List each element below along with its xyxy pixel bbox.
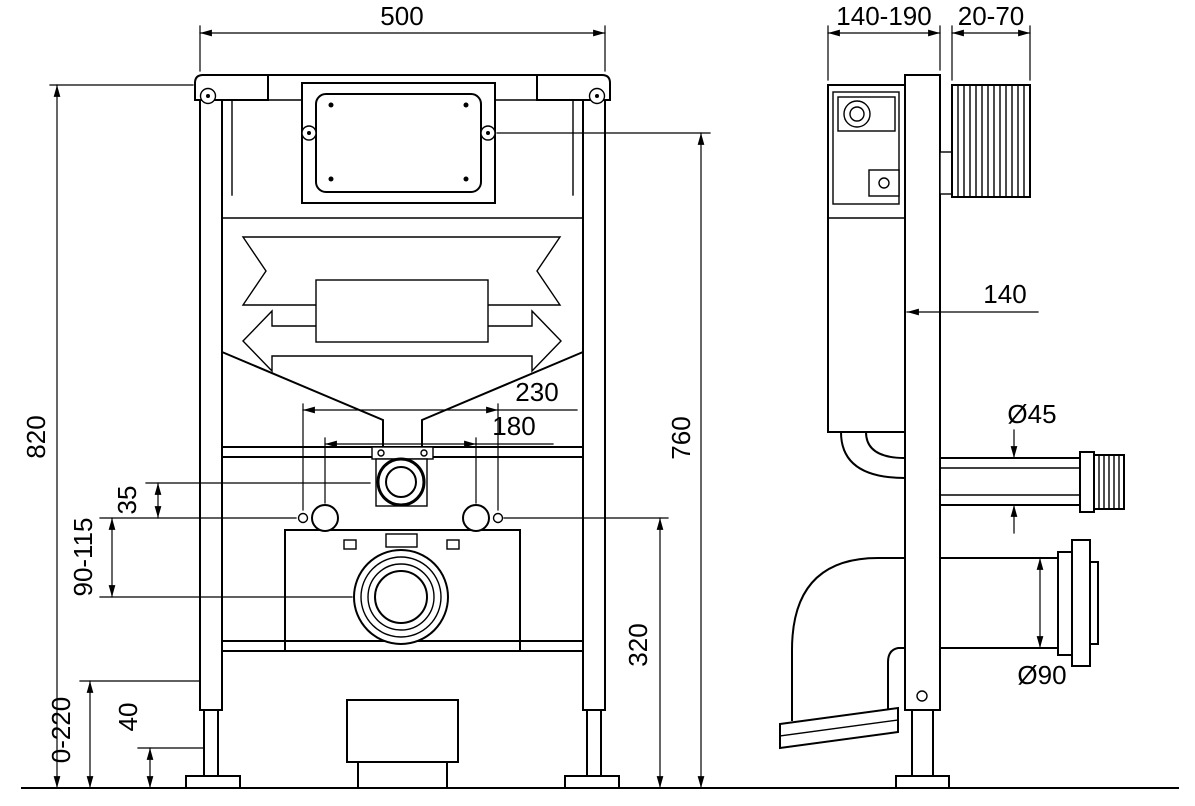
side-cistern — [827, 84, 906, 433]
adjustment-hole — [916, 690, 928, 702]
fill-valve — [843, 100, 871, 128]
dim-depth-140-190: 140-190 — [827, 1, 941, 81]
dim-depth-140: 140 — [906, 279, 1039, 316]
side-inlet-pipe — [939, 451, 1125, 513]
dim-label-35: 35 — [112, 486, 142, 515]
dim-wall-20-70: 20-70 — [951, 1, 1031, 81]
front-bottom-drain-housing — [346, 699, 459, 789]
foot-tube-right — [586, 709, 602, 777]
front-access-panel — [301, 82, 496, 204]
side-view: 140-190 20-70 140 Ø45 Ø90 — [779, 1, 1125, 789]
fixing-hole-right — [462, 504, 490, 532]
dim-label-dia90: Ø90 — [1017, 660, 1066, 690]
dim-height-320: 320 — [503, 517, 669, 789]
dim-label-500: 500 — [380, 1, 423, 31]
dim-height-820: 820 — [21, 84, 194, 789]
fixing-hole-outer-right — [492, 512, 504, 524]
front-dimensions: 500 820 760 230 — [21, 1, 711, 789]
foot-plate-side — [895, 775, 950, 789]
dim-diameter-45: Ø45 — [1007, 399, 1057, 534]
dim-label-140-190: 140-190 — [836, 1, 931, 31]
foot-plate-left — [185, 775, 241, 789]
front-flush-neck-flange — [371, 446, 434, 460]
front-drain-bracket-box — [284, 529, 521, 652]
dim-range-90-115: 90-115 — [68, 517, 353, 598]
side-drain-elbow — [779, 557, 1059, 750]
dim-label-320: 320 — [623, 623, 653, 666]
fixing-hole-outer-left — [297, 512, 309, 524]
side-dimensions: 140-190 20-70 140 Ø45 Ø90 — [827, 1, 1067, 690]
fill-valve-housing — [832, 91, 900, 205]
dim-label-dia45: Ø45 — [1007, 399, 1056, 429]
dim-width-500: 500 — [199, 1, 606, 72]
dim-label-90-115: 90-115 — [68, 517, 98, 596]
dim-offset-35: 35 — [99, 482, 371, 519]
dim-label-180: 180 — [492, 411, 535, 441]
side-drain-flange — [1057, 539, 1099, 667]
fixing-hole-left — [311, 504, 339, 532]
dim-label-230: 230 — [515, 377, 558, 407]
dim-label-820: 820 — [21, 415, 51, 458]
dim-spacing-180: 180 — [324, 411, 554, 504]
front-fixing-holes — [297, 504, 504, 532]
dim-label-140: 140 — [983, 279, 1026, 309]
front-cistern-embossing — [241, 236, 562, 373]
dim-height-40: 40 — [113, 703, 205, 789]
side-frame-column — [895, 74, 950, 789]
dim-range-0-220: 0-220 — [46, 680, 201, 789]
front-water-inlet — [375, 457, 428, 507]
threaded-rod — [951, 84, 1031, 198]
coupling-nut — [1079, 451, 1095, 513]
foot-tube-left — [203, 709, 219, 777]
front-drain-outlet — [343, 533, 460, 645]
front-feet — [185, 709, 620, 789]
inspection-window — [315, 93, 482, 193]
dim-label-40: 40 — [113, 703, 143, 732]
dim-label-20-70: 20-70 — [958, 1, 1025, 31]
dim-spacing-230: 230 — [302, 377, 578, 511]
dim-diameter-90: Ø90 — [1017, 557, 1067, 690]
front-top-bracket-left — [194, 74, 269, 105]
side-wall-anchor — [939, 84, 1031, 198]
dim-label-760: 760 — [666, 416, 696, 459]
dim-label-0-220: 0-220 — [46, 697, 76, 764]
side-flush-bend — [839, 430, 907, 480]
dim-height-760: 760 — [496, 132, 711, 789]
front-top-bracket-right — [536, 74, 611, 105]
foot-tube-side — [911, 709, 934, 777]
front-view: 500 820 760 230 — [21, 1, 711, 789]
foot-plate-right — [564, 775, 620, 789]
